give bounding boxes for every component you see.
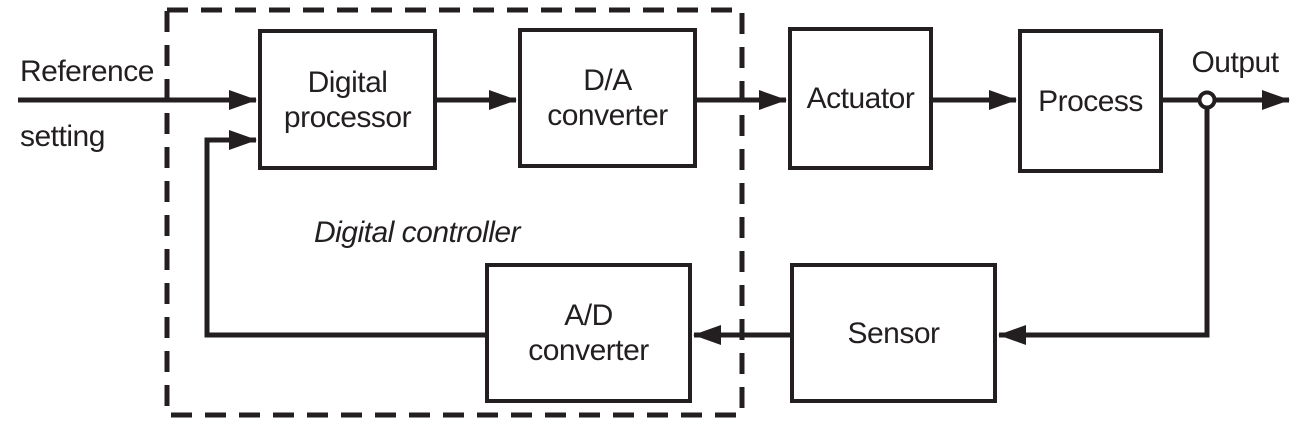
digital-controller-region-outline [164, 7, 745, 418]
connector-ad-converter-to-digital-processor [204, 130, 485, 338]
output-label: Output [1191, 46, 1279, 79]
reference-label-line2: setting [20, 120, 105, 153]
connector-output-takeoff-to-sensor [998, 100, 1210, 345]
sensor-block: Sensor [790, 263, 997, 403]
process-block: Process [1018, 29, 1163, 173]
digital-processor-block: Digital processor [258, 29, 437, 170]
actuator-block: Actuator [788, 27, 933, 170]
ad-converter-block: A/D converter [485, 263, 692, 403]
output-takeoff-point [1197, 90, 1217, 110]
digital-controller-region-label: Digital controller [313, 216, 521, 249]
reference-label-line1: Reference [20, 55, 154, 88]
da-converter-block: D/A converter [518, 28, 697, 168]
